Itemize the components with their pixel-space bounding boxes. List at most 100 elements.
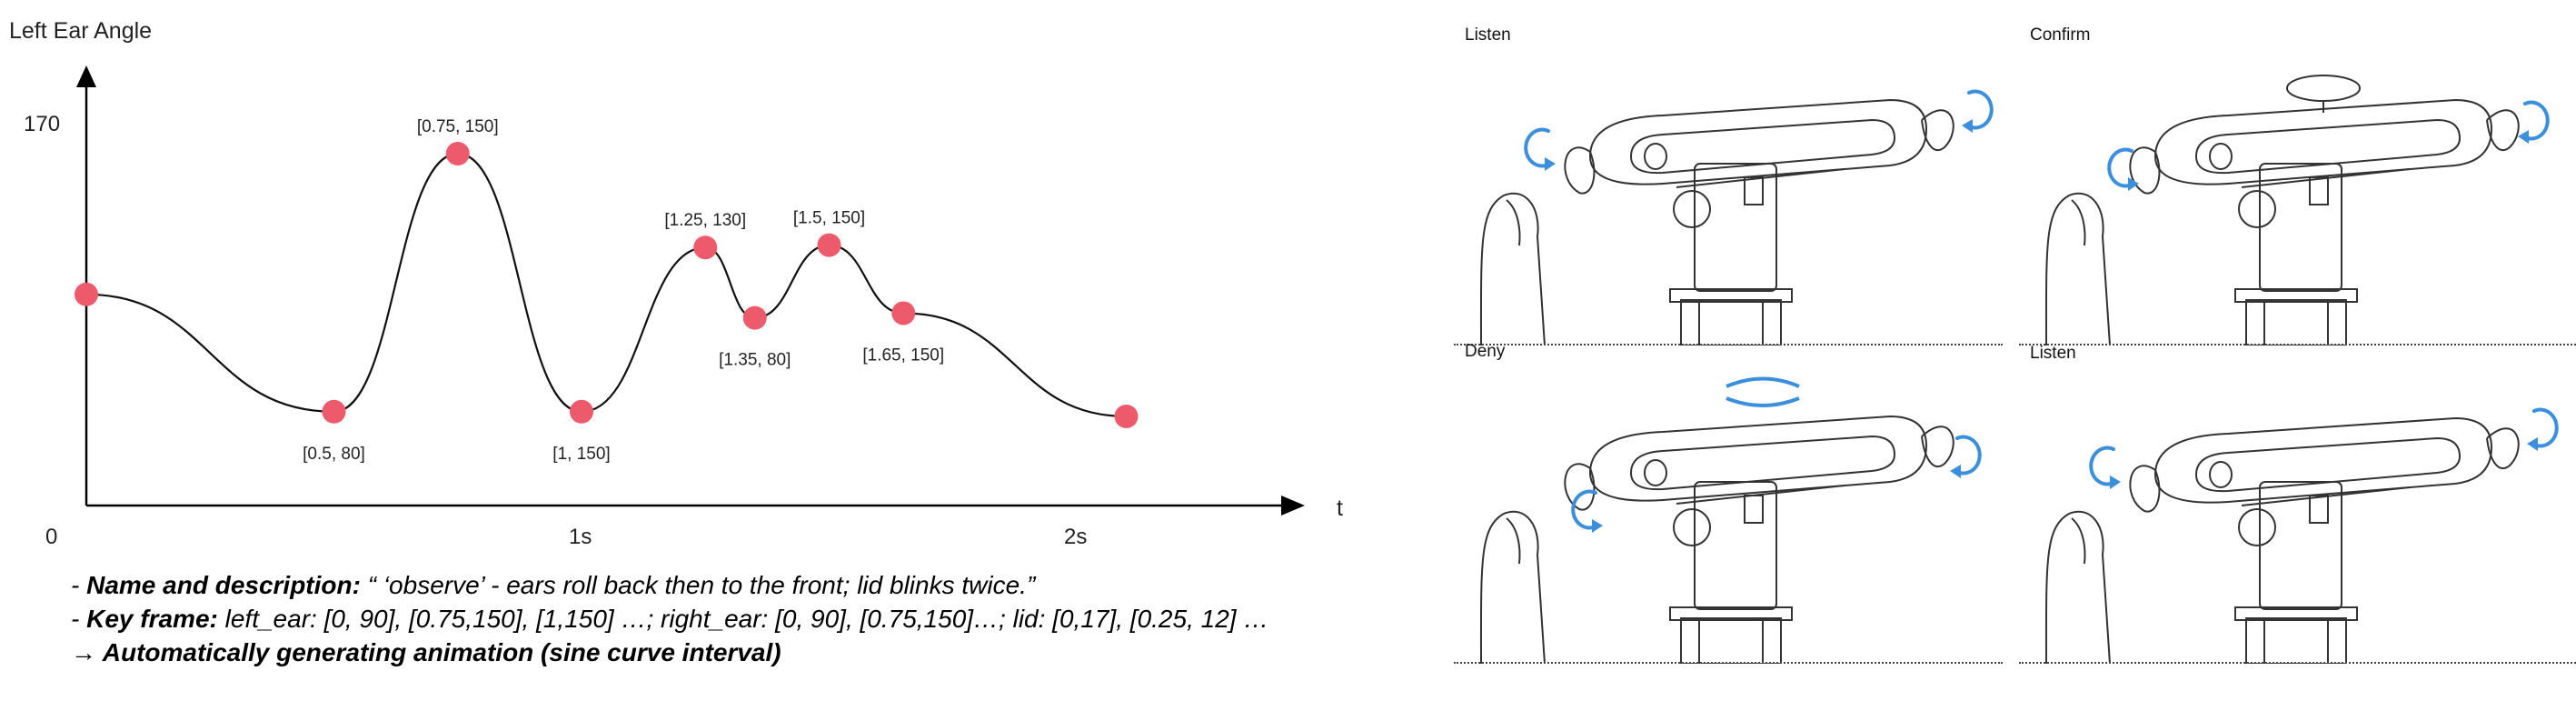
head-rail — [1676, 485, 1845, 505]
neck-joint — [1673, 190, 1711, 228]
arrowhead-icon — [2128, 177, 2139, 191]
note-label-name: Name and description: — [86, 571, 361, 599]
neck-plate — [2309, 495, 2329, 524]
arm-detail — [1506, 517, 1521, 565]
camera-lens — [1644, 459, 1667, 486]
robot-sketch — [1479, 89, 1994, 345]
keyframe-point — [693, 235, 718, 260]
x-axis-arrowhead — [1281, 496, 1305, 516]
panel-title: Listen — [1465, 25, 1511, 45]
robot-sketch — [1479, 376, 1982, 664]
head-visor — [2195, 118, 2462, 175]
robot-outline — [2044, 75, 2520, 345]
shake-arrow-icon — [1726, 396, 1800, 407]
shake-arrow-icon — [1726, 376, 1800, 388]
arrowhead-icon — [1962, 119, 1973, 133]
note-text-name: “ ‘observe’ - ears roll back then to the… — [360, 571, 1036, 599]
keyframe-label: [1.35, 80] — [719, 351, 791, 370]
robot-base-plate — [1669, 606, 1793, 621]
keyframe-label: [0.5, 80] — [303, 445, 365, 464]
robot-outline — [2044, 416, 2520, 664]
keyframe-point — [817, 233, 841, 257]
arm-detail — [2071, 199, 2086, 246]
keyframe-label: [1.25, 130] — [664, 211, 746, 230]
note-keyframes: - Key frame: left_ear: [0, 90], [0.75,15… — [71, 605, 1269, 633]
robot-base — [2245, 299, 2347, 345]
robot-lid — [2286, 75, 2361, 102]
head-rail — [2241, 168, 2411, 188]
rotation-arrow-icon — [2521, 100, 2550, 141]
panel-deny: Deny — [1454, 336, 2003, 664]
arrowhead-icon — [1950, 465, 1961, 478]
robot-head — [1589, 415, 1928, 502]
keyframe-label: [1, 150] — [552, 445, 610, 464]
neck-joint — [1673, 508, 1711, 546]
y-axis-title: Left Ear Angle — [9, 18, 152, 44]
left-ear — [1564, 146, 1596, 195]
arrowhead-icon — [2110, 476, 2121, 489]
x-tick-label: 2s — [1064, 525, 1087, 549]
left-ear — [2129, 465, 2161, 513]
note-auto-generation: → Automatically generating animation (si… — [71, 636, 1416, 669]
left-ear — [2129, 146, 2161, 195]
panel-title: Deny — [1465, 342, 1506, 361]
robot-neck — [2259, 481, 2342, 610]
head-rail — [2241, 486, 2411, 506]
keyframe-point — [570, 399, 593, 424]
camera-lens — [2209, 143, 2233, 170]
arm-detail — [1506, 199, 1521, 246]
keyframe-point — [891, 301, 916, 325]
right-ear — [2486, 427, 2520, 470]
rotation-arrow-icon — [1965, 89, 1994, 130]
note-text-auto: Automatically generating animation (sine… — [102, 638, 781, 666]
right-ear — [2486, 109, 2520, 152]
panel-listen-bottom: Listen — [2019, 338, 2576, 664]
arm-outline — [2044, 192, 2111, 345]
x-tick-label: 1s — [569, 525, 592, 549]
keyframe-point — [742, 305, 767, 330]
panel-title: Listen — [2030, 344, 2076, 363]
keyframe-label: [1.5, 150] — [793, 209, 865, 228]
robot-base — [2245, 617, 2347, 664]
right-arrow-icon: → — [71, 638, 96, 666]
panel-divider — [2019, 662, 2576, 664]
note-name-description: - Name and description: “ ‘observe’ - ea… — [71, 571, 1036, 599]
robot-sketch — [2044, 407, 2559, 664]
rotation-arrow-icon — [2089, 446, 2117, 486]
neck-joint — [2238, 190, 2276, 228]
arm-outline — [2044, 510, 2111, 664]
y-tick-170: 170 — [24, 112, 60, 136]
keyframe-points — [75, 142, 1139, 428]
animation-notes: - Name and description: “ ‘observe’ - ea… — [71, 568, 1416, 669]
rotation-arrow-icon — [2107, 147, 2135, 188]
panel-confirm: Confirm — [2019, 20, 2576, 345]
panel-divider — [1454, 344, 2003, 345]
robot-head — [2154, 98, 2493, 185]
ear-angle-curve — [85, 152, 1127, 418]
robot-outline — [1479, 415, 1954, 664]
robot-base-plate — [2234, 288, 2358, 303]
note-label-keyframe: Key frame: — [86, 605, 218, 633]
robot-neck — [1694, 163, 1777, 292]
robot-base-plate — [2234, 606, 2358, 621]
panel-listen-top: Listen — [1454, 20, 2003, 345]
panel-divider — [2019, 344, 2576, 345]
keyframe-point — [75, 282, 98, 306]
keyframe-label: [0.75, 150] — [417, 117, 499, 136]
robot-sketch — [2044, 75, 2550, 345]
neck-plate — [1744, 495, 1764, 524]
rotation-arrow-icon — [1571, 489, 1599, 530]
arrowhead-icon — [1592, 519, 1603, 533]
camera-lens — [2209, 461, 2233, 488]
neck-joint — [2238, 508, 2276, 546]
right-ear — [1921, 109, 1954, 152]
robot-base — [1680, 617, 1782, 664]
keyframe-point — [445, 142, 470, 165]
y-axis-arrowhead — [76, 65, 96, 87]
left-ear — [1564, 463, 1596, 511]
robot-base — [1680, 299, 1782, 345]
robot-neck — [2259, 163, 2342, 292]
arm-detail — [2071, 517, 2086, 565]
robot-head — [1589, 98, 1928, 185]
